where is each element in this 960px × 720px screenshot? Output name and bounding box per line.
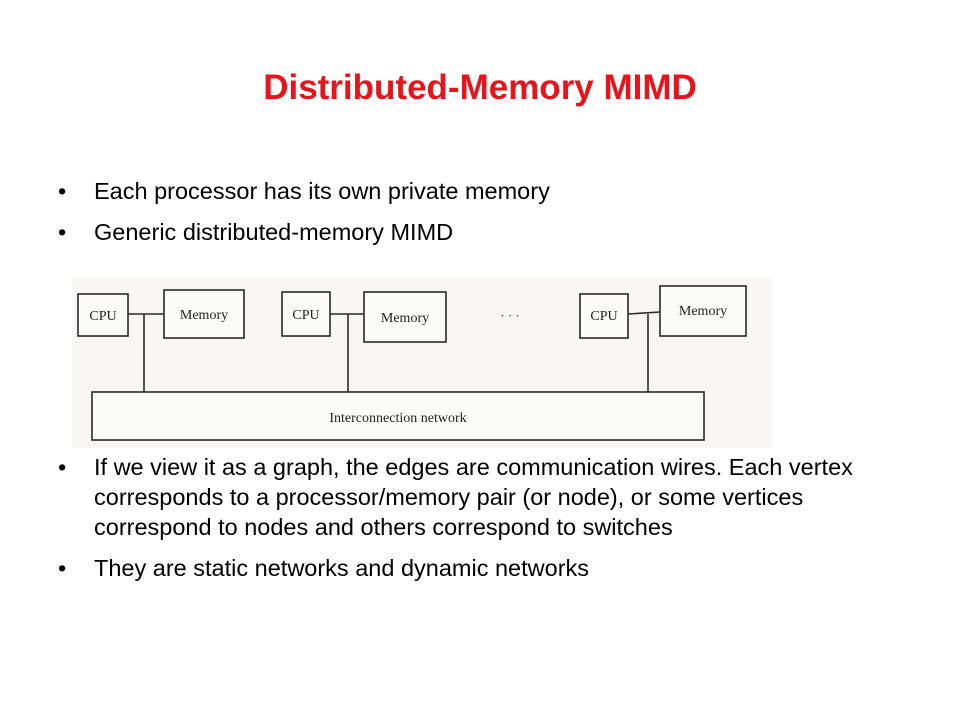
bullet-list-bottom: • If we view it as a graph, the edges ar… xyxy=(58,452,878,594)
cpu-box-n xyxy=(579,293,629,339)
memory-box-n xyxy=(659,285,747,337)
memory-label-1: Memory xyxy=(180,308,228,323)
cpu-memory-link-n xyxy=(627,311,661,315)
bullet-text: They are static networks and dynamic net… xyxy=(94,555,590,581)
bullet-text: Each processor has its own private memor… xyxy=(94,178,550,204)
cpu-box-1 xyxy=(77,293,129,337)
bullet-item: • Each processor has its own private mem… xyxy=(58,176,878,206)
bullet-icon: • xyxy=(58,454,67,480)
cpu-label-1: CPU xyxy=(89,309,116,324)
cpu-box-2 xyxy=(281,291,331,337)
bullet-icon: • xyxy=(58,219,67,245)
bullet-text: If we view it as a graph, the edges are … xyxy=(94,454,853,540)
bullet-icon: • xyxy=(58,555,67,581)
bullet-list-top: • Each processor has its own private mem… xyxy=(58,176,878,258)
cpu-label-n: CPU xyxy=(590,309,617,324)
memory-label-2: Memory xyxy=(381,311,429,326)
slide-title: Distributed-Memory MIMD xyxy=(263,68,697,107)
cpu-label-2: CPU xyxy=(292,308,319,323)
bullet-item: • Generic distributed-memory MIMD xyxy=(58,217,878,247)
bullet-item: • They are static networks and dynamic n… xyxy=(58,553,878,583)
mimd-diagram: CPU Memory CPU Memory · · · CPU Memory I… xyxy=(72,278,772,448)
bullet-icon: • xyxy=(58,178,67,204)
bullet-text: Generic distributed-memory MIMD xyxy=(94,219,454,245)
memory-box-1 xyxy=(163,289,245,339)
memory-box-2 xyxy=(363,291,447,343)
ellipsis: · · · xyxy=(500,308,520,323)
bullet-item: • If we view it as a graph, the edges ar… xyxy=(58,452,878,542)
interconnection-network-box xyxy=(91,391,705,441)
interconnection-network-label: Interconnection network xyxy=(329,411,466,426)
memory-label-n: Memory xyxy=(679,304,727,319)
